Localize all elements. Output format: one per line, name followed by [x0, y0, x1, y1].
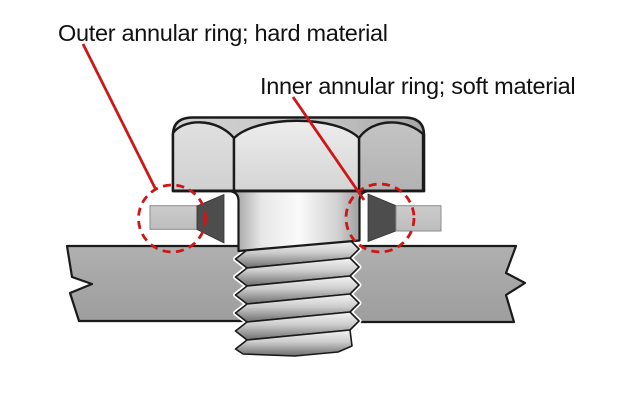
inner-annular-ring-left-section — [196, 193, 225, 244]
bolt-shank — [231, 190, 367, 253]
clamped-plate-left — [65, 244, 248, 323]
outer-annular-ring-left-section — [149, 205, 198, 230]
outer-annular-ring-right-section — [395, 205, 442, 232]
head-facet-center — [232, 119, 361, 193]
highlight-circle-outer-ring — [137, 183, 207, 254]
inner-annular-ring-right-section — [367, 193, 397, 243]
label-outer-annular-ring: Outer annular ring; hard material — [58, 20, 388, 46]
bolt-threads — [233, 237, 362, 359]
head-facet-right — [357, 121, 425, 193]
clamped-plate-right — [352, 244, 527, 324]
head-facet-left — [171, 121, 236, 193]
leader-line-inner — [291, 96, 366, 201]
leader-line-outer — [81, 43, 158, 191]
label-inner-annular-ring: Inner annular ring; soft material — [260, 73, 575, 99]
hex-bolt-head — [171, 116, 426, 193]
highlight-circle-inner-ring — [344, 182, 416, 254]
